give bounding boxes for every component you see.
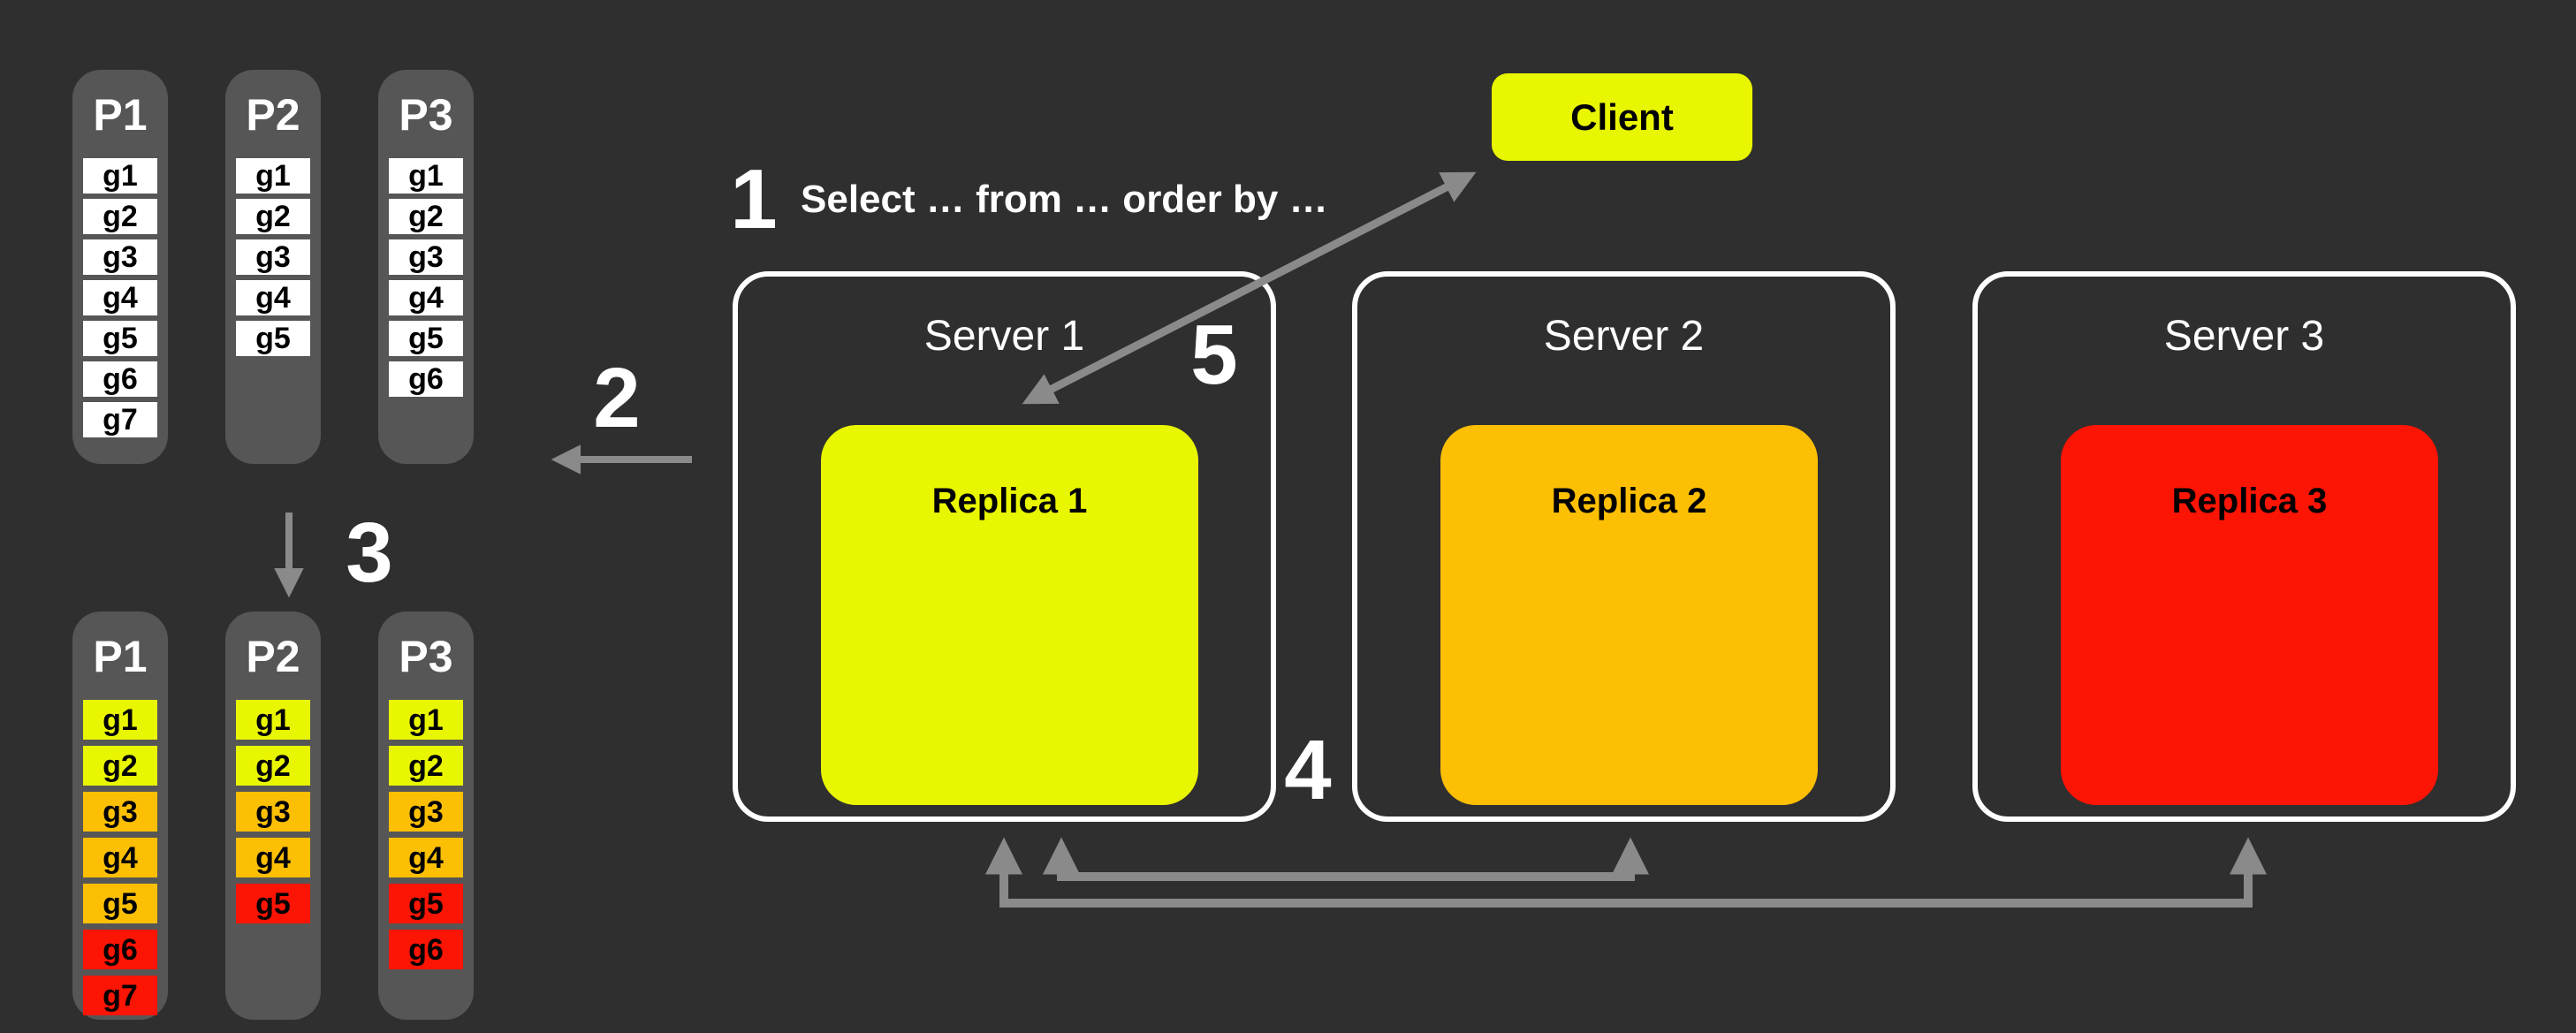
partition-cell: g1 bbox=[83, 158, 157, 194]
partition-cell: g5 bbox=[83, 884, 157, 923]
server-box-3: Server 3 Replica 3 bbox=[1972, 271, 2516, 822]
replica-label: Replica 3 bbox=[2171, 482, 2328, 520]
step-number-5: 5 bbox=[1190, 308, 1238, 402]
partition-cell: g1 bbox=[236, 158, 310, 194]
partition-cell: g4 bbox=[389, 838, 463, 877]
step-number-4: 4 bbox=[1284, 723, 1332, 817]
partition-cell: g1 bbox=[389, 700, 463, 740]
partition-cell: g1 bbox=[389, 158, 463, 194]
partition-cell: g7 bbox=[83, 402, 157, 437]
partition-cell: g1 bbox=[236, 700, 310, 740]
partition-cell: g3 bbox=[236, 792, 310, 832]
partition-cell-list: g1 g2 g3 g4 g5 g6 g7 bbox=[72, 158, 168, 443]
partition-cell: g3 bbox=[236, 239, 310, 275]
partition-cell: g3 bbox=[389, 792, 463, 832]
query-text: Select … from … order by … bbox=[801, 178, 1328, 221]
partition-cell: g2 bbox=[389, 746, 463, 786]
partition-cell-list: g1 g2 g3 g4 g5 bbox=[225, 700, 321, 930]
partition-label: P2 bbox=[246, 90, 300, 140]
arrow-replication-inner bbox=[1043, 837, 1649, 881]
partition-cell: g5 bbox=[389, 321, 463, 356]
partition-cell: g6 bbox=[389, 361, 463, 397]
partition-cell: g6 bbox=[83, 930, 157, 969]
partition-label: P1 bbox=[93, 632, 148, 681]
partition-cell: g5 bbox=[236, 321, 310, 356]
partition-cell: g4 bbox=[236, 838, 310, 877]
partition-cell: g5 bbox=[389, 884, 463, 923]
step-number-2: 2 bbox=[593, 351, 641, 445]
partition-cell-list: g1 g2 g3 g4 g5 g6 bbox=[378, 158, 474, 402]
partition-cell: g3 bbox=[389, 239, 463, 275]
partition-cell: g3 bbox=[83, 239, 157, 275]
partition-cell: g2 bbox=[236, 746, 310, 786]
client-box: Client bbox=[1492, 73, 1752, 161]
partition-column-after-p2: P2 g1 g2 g3 g4 g5 bbox=[225, 611, 321, 1020]
partition-cell: g4 bbox=[389, 280, 463, 315]
partition-cell: g1 bbox=[83, 700, 157, 740]
partition-cell: g5 bbox=[236, 884, 310, 923]
partition-column-before-p2: P2 g1 g2 g3 g4 g5 bbox=[225, 70, 321, 464]
partition-column-after-p3: P3 g1 g2 g3 g4 g5 g6 bbox=[378, 611, 474, 1020]
partition-cell: g2 bbox=[83, 746, 157, 786]
partition-column-after-p1: P1 g1 g2 g3 g4 g5 g6 g7 bbox=[72, 611, 168, 1020]
partition-cell-list: g1 g2 g3 g4 g5 bbox=[225, 158, 321, 361]
partition-label: P1 bbox=[93, 90, 148, 140]
replica-box-2: Replica 2 bbox=[1440, 425, 1818, 805]
replica-label: Replica 2 bbox=[1551, 482, 1707, 520]
partition-cell: g6 bbox=[389, 930, 463, 969]
partition-cell: g2 bbox=[83, 199, 157, 234]
partition-label: P3 bbox=[399, 90, 453, 140]
partition-cell: g6 bbox=[83, 361, 157, 397]
server-box-2: Server 2 Replica 2 bbox=[1352, 271, 1896, 822]
step-number-1: 1 bbox=[730, 152, 778, 247]
partition-column-before-p1: P1 g1 g2 g3 g4 g5 g6 g7 bbox=[72, 70, 168, 464]
partition-cell: g2 bbox=[389, 199, 463, 234]
partition-cell: g5 bbox=[83, 321, 157, 356]
partition-cell: g4 bbox=[83, 838, 157, 877]
partition-cell: g2 bbox=[236, 199, 310, 234]
partition-cell-list: g1 g2 g3 g4 g5 g6 bbox=[378, 700, 474, 976]
replica-box-1: Replica 1 bbox=[821, 425, 1198, 805]
partition-cell: g4 bbox=[236, 280, 310, 315]
partition-cell: g3 bbox=[83, 792, 157, 832]
partition-label: P3 bbox=[399, 632, 453, 681]
step-number-3: 3 bbox=[346, 505, 393, 600]
partition-cell: g7 bbox=[83, 976, 157, 1015]
replica-label: Replica 1 bbox=[931, 482, 1088, 520]
server-label: Server 2 bbox=[1543, 313, 1705, 360]
partition-column-before-p3: P3 g1 g2 g3 g4 g5 g6 bbox=[378, 70, 474, 464]
arrow-replication-outer bbox=[985, 837, 2267, 908]
server-label: Server 3 bbox=[2163, 313, 2325, 360]
replica-box-3: Replica 3 bbox=[2061, 425, 2438, 805]
partition-cell-list: g1 g2 g3 g4 g5 g6 g7 bbox=[72, 700, 168, 1022]
server-box-1: Server 1 Replica 1 bbox=[733, 271, 1276, 822]
partition-cell: g4 bbox=[83, 280, 157, 315]
partition-label: P2 bbox=[246, 632, 300, 681]
